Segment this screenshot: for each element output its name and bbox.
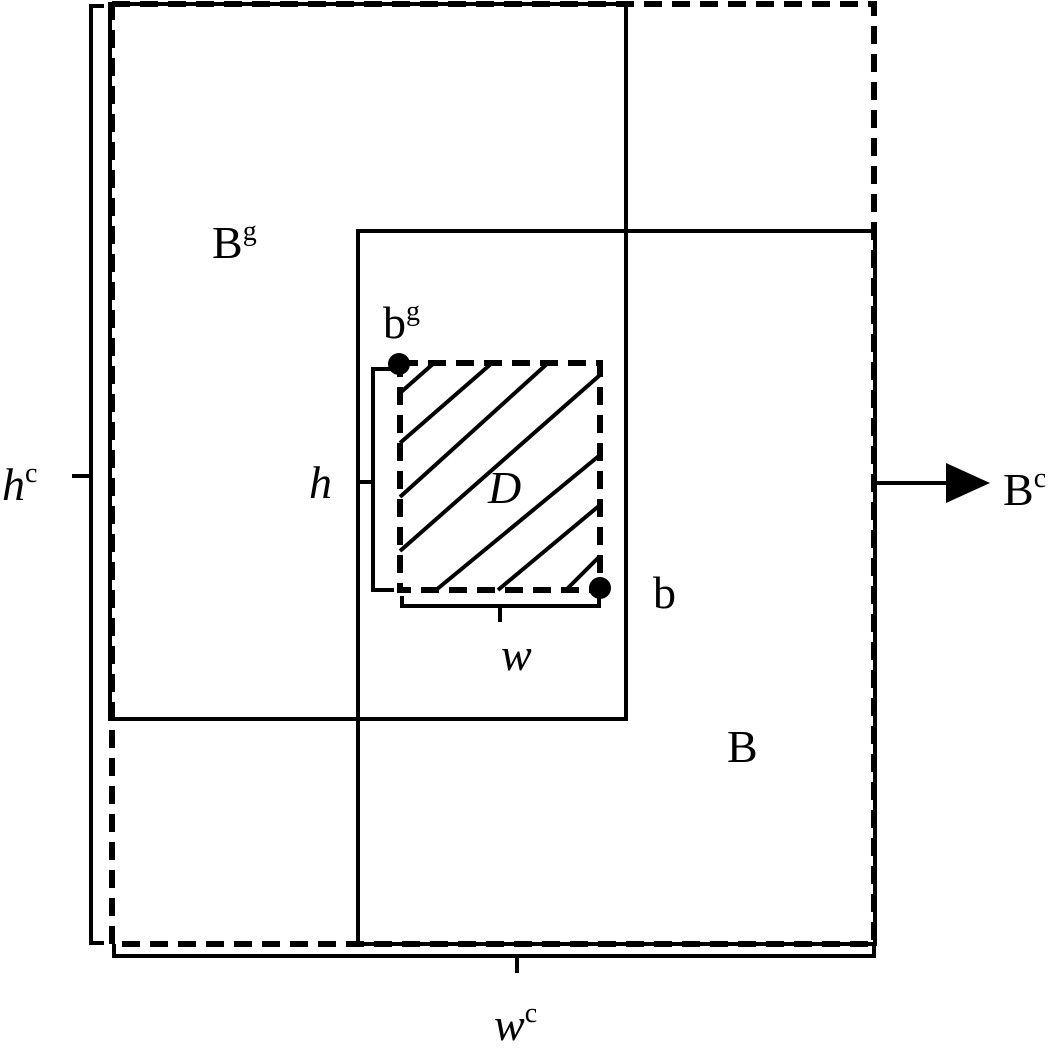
- enclosing-height-label: hc: [2, 458, 37, 510]
- intersection-hatching: [398, 361, 602, 592]
- height-label: h: [309, 457, 332, 508]
- ground-corner-point: [388, 353, 410, 375]
- enclosing-box-label: Bc: [1003, 463, 1046, 515]
- enclosing-height-brace: [72, 4, 104, 945]
- ground-truth-box-label: Bg: [212, 216, 257, 268]
- intersection-label: D: [487, 462, 521, 513]
- predicted-corner-label: b: [653, 567, 676, 618]
- arrow-icon: [876, 463, 990, 503]
- enclosing-width-label: wc: [494, 998, 537, 1050]
- width-label: w: [501, 629, 532, 680]
- ground-corner-label: bg: [383, 296, 420, 348]
- predicted-box: [356, 229, 877, 946]
- predicted-box-label: B: [727, 721, 758, 772]
- height-brace: [356, 367, 394, 592]
- enclosing-width-brace: [112, 944, 876, 973]
- predicted-corner-point: [589, 577, 611, 599]
- width-brace: [400, 596, 601, 622]
- ground-truth-box: [108, 2, 628, 721]
